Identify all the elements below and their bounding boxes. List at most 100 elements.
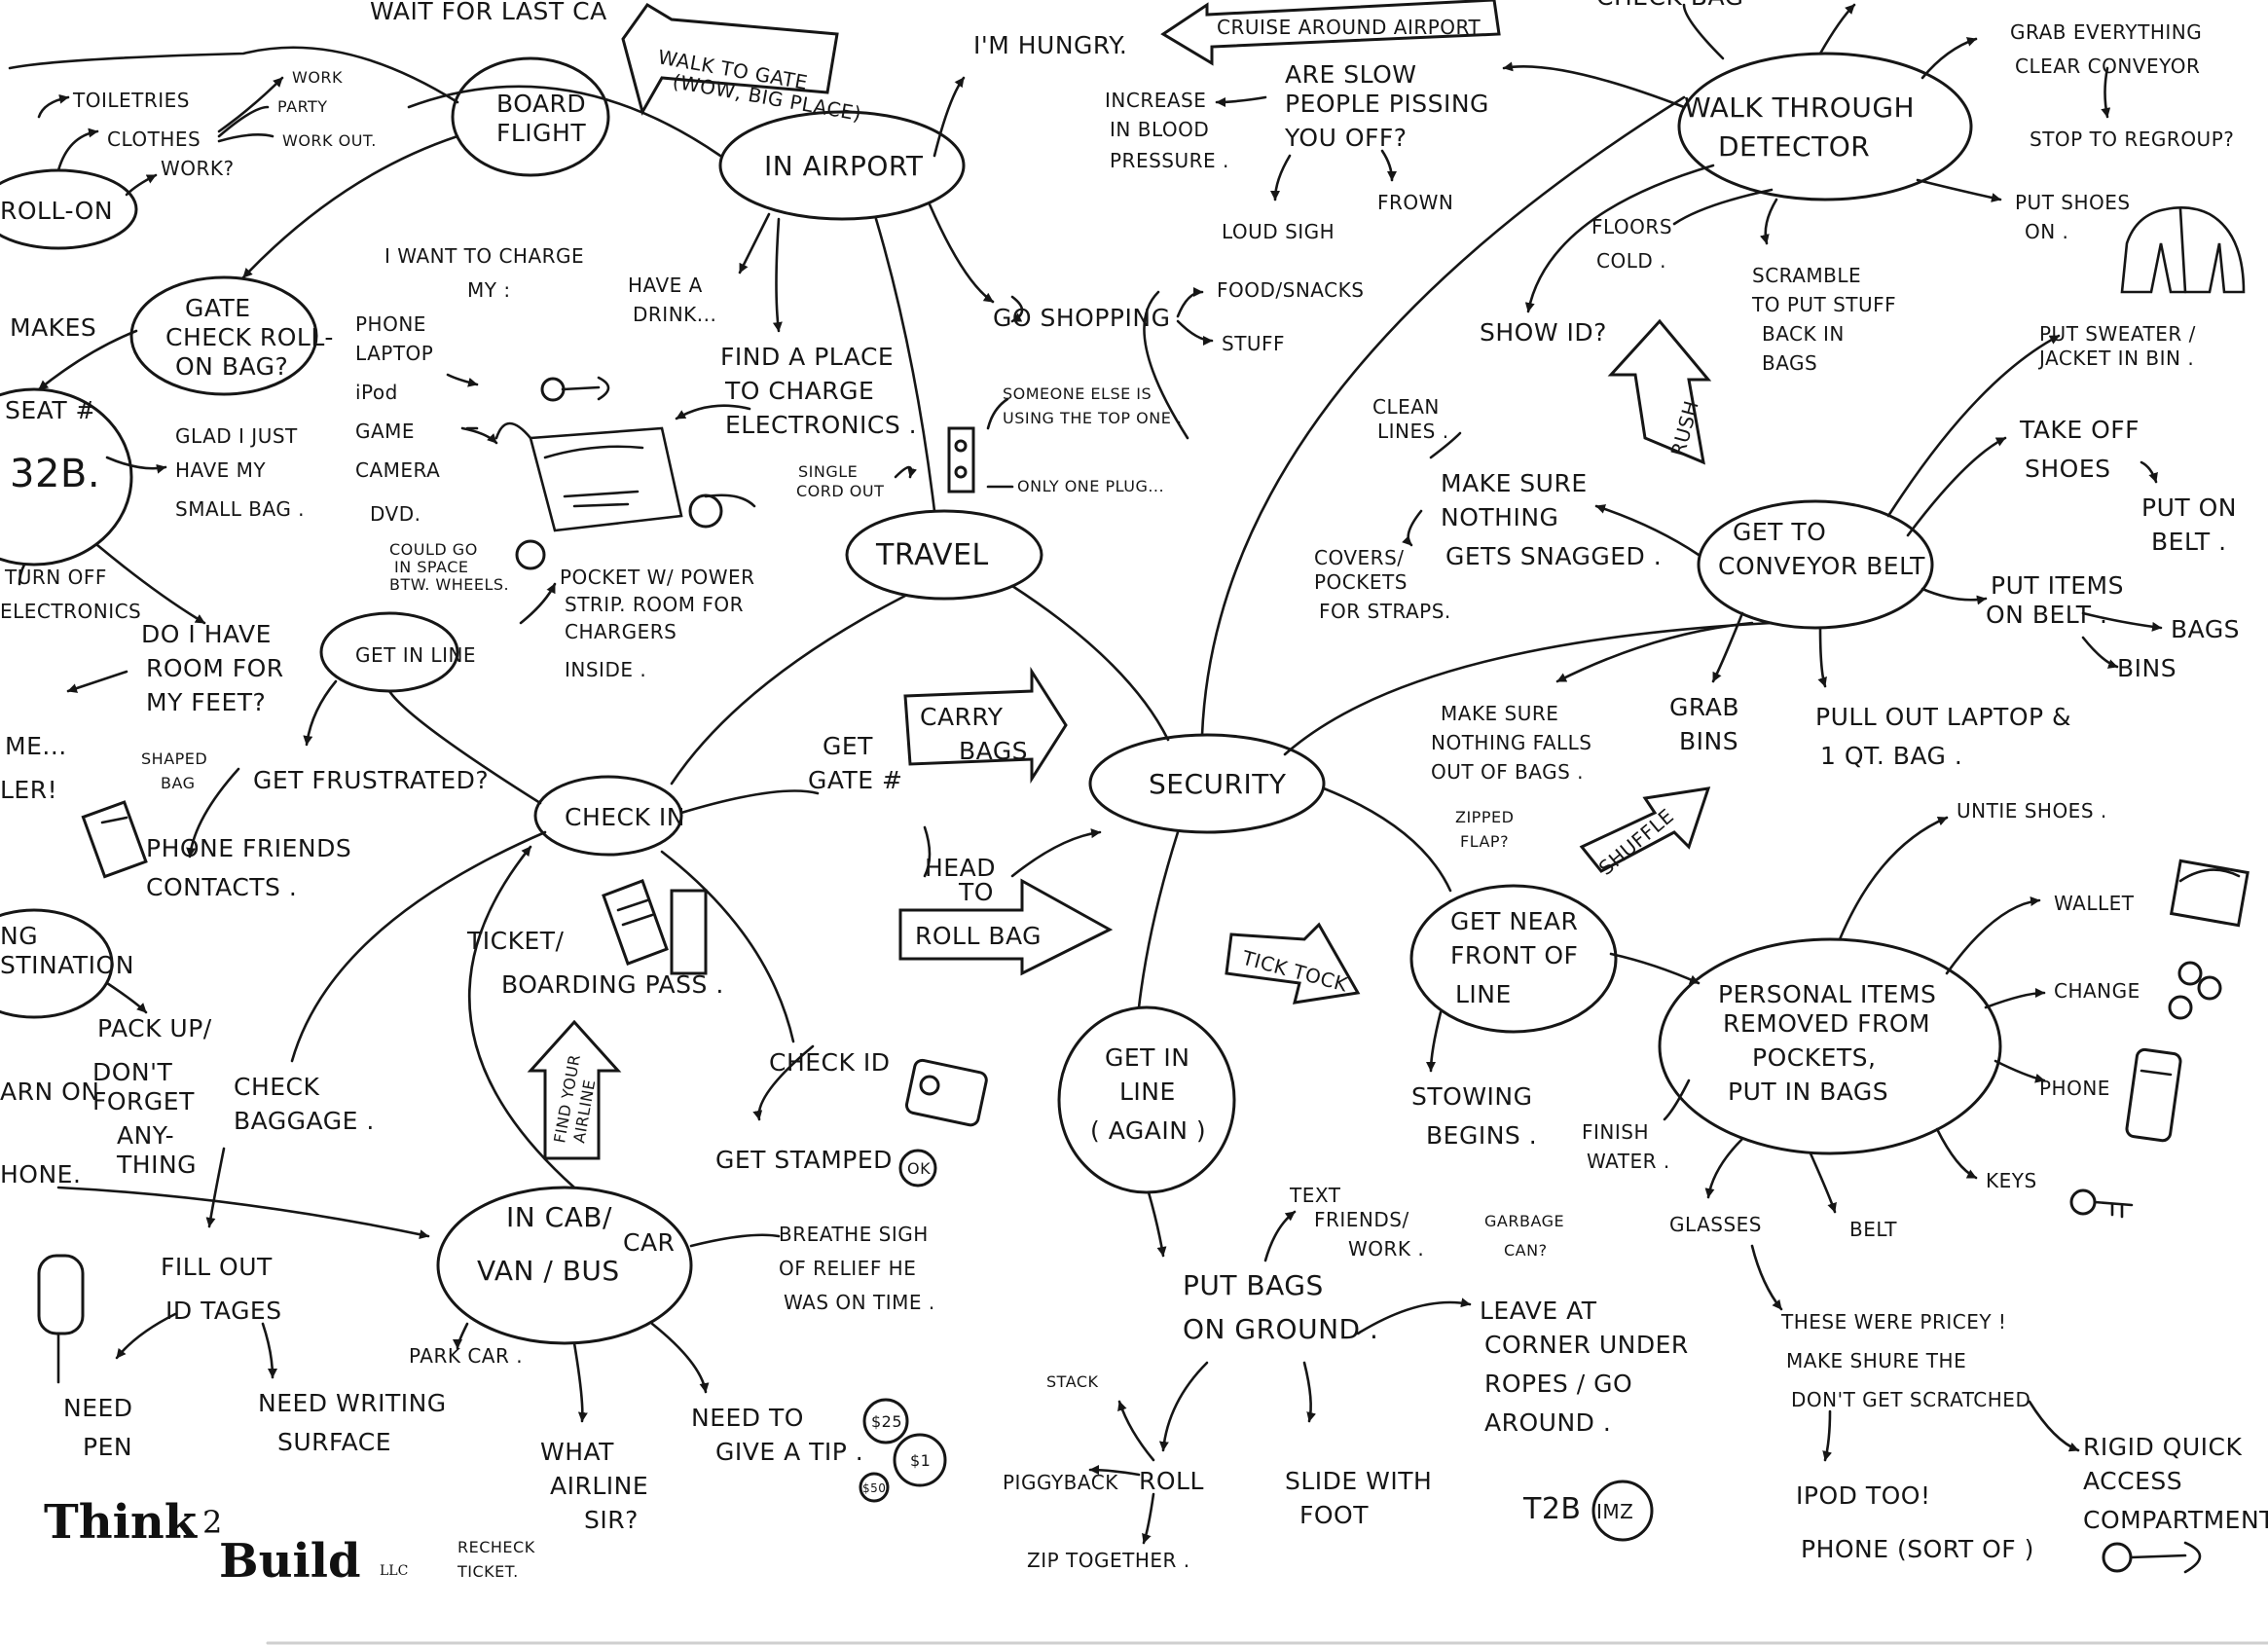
line-roll-piggy xyxy=(1088,1465,1141,1477)
label-drink-2: DRINK... xyxy=(633,303,716,326)
label-breathe-2: OF RELIEF HE xyxy=(779,1257,916,1280)
line-personal-untie xyxy=(1838,816,1949,941)
label-grab-1: GRAB EVERYTHING xyxy=(2010,20,2202,44)
label-work: WORK xyxy=(292,68,343,87)
label-workout: WORK OUT. xyxy=(282,131,377,150)
line-gate-head xyxy=(923,825,932,878)
label-sweater-2: JACKET IN BIN . xyxy=(2037,347,2194,370)
node-conveyor[interactable] xyxy=(1697,499,1934,630)
line-travel-airport xyxy=(874,217,936,513)
line-glasses-pricey xyxy=(1750,1244,1783,1311)
label-ok: OK xyxy=(907,1159,931,1178)
line-checkin-baggage xyxy=(290,830,547,1063)
label-pack-1: PACK UP/ xyxy=(97,1014,212,1042)
line-cab-tip xyxy=(650,1322,710,1394)
line-frustrated-phone xyxy=(186,767,240,859)
node-get-in-line-again[interactable] xyxy=(1057,1005,1236,1194)
label-pricey-3: DON'T GET SCRATCHED xyxy=(1791,1388,2030,1411)
line-fill-pen xyxy=(115,1312,177,1360)
label-cab-2: VAN / BUS xyxy=(477,1255,620,1287)
line-cord xyxy=(894,465,918,479)
label-show-id: SHOW ID? xyxy=(1480,318,1607,347)
label-stination: STINATION xyxy=(0,951,134,979)
label-get-gate-2: GATE # xyxy=(808,766,903,794)
label-get-gate-1: GET xyxy=(823,732,873,760)
label-ipod-2: PHONE (SORT OF ) xyxy=(1801,1535,2034,1563)
label-phone-friends-1: PHONE FRIENDS xyxy=(146,834,351,862)
line-personal-water xyxy=(1663,1078,1691,1121)
label-slow-3: YOU OFF? xyxy=(1284,124,1408,152)
node-in-airport[interactable] xyxy=(718,110,966,221)
label-recheck-1: RECHECK xyxy=(457,1538,535,1556)
label-coin-3: $50 xyxy=(862,1481,886,1495)
line-dest-cab xyxy=(56,1186,430,1240)
line-items-bins xyxy=(2081,636,2119,669)
label-text-1: TEXT xyxy=(1289,1184,1341,1207)
label-hungry: I'M HUNGRY. xyxy=(973,31,1127,59)
node-get-near-front[interactable] xyxy=(1409,884,1618,1034)
line-travel-checkin xyxy=(670,594,907,786)
line-personal-belt xyxy=(1809,1152,1837,1214)
label-pricey-1: THESE WERE PRICEY ! xyxy=(1780,1310,2006,1334)
label-could-2: IN SPACE xyxy=(394,558,469,576)
label-check-baggage-1: CHECK xyxy=(234,1073,320,1101)
line-conveyor-items xyxy=(1920,587,1988,605)
line-conveyor-takeoff xyxy=(1906,436,2007,537)
node-detector[interactable] xyxy=(1677,52,1973,201)
label-pocket-3: CHARGERS xyxy=(565,620,677,643)
label-carry-2: BAGS xyxy=(959,737,1028,765)
line-board-gate xyxy=(241,134,459,279)
node-travel[interactable] xyxy=(845,509,1043,601)
label-personal-2: REMOVED FROM xyxy=(1723,1009,1930,1038)
label-blood-1: INCREASE xyxy=(1105,89,1206,112)
label-pricey-2: MAKE SHURE THE xyxy=(1786,1349,1966,1372)
node-security[interactable] xyxy=(1088,733,1326,834)
label-takeoff-1: TAKE OFF xyxy=(2019,416,2140,444)
line-near-personal xyxy=(1609,952,1701,985)
node-personal-items[interactable] xyxy=(1658,937,2002,1155)
label-need-writing-2: SURFACE xyxy=(277,1428,391,1456)
label-rigid-2: ACCESS xyxy=(2083,1467,2182,1495)
connectors xyxy=(8,3,2163,1545)
line-snagged-covers xyxy=(1402,509,1423,547)
label-ler: LER! xyxy=(0,776,57,804)
node-destination[interactable] xyxy=(0,908,114,1019)
line-phone-cart xyxy=(446,373,479,387)
label-again-2: LINE xyxy=(1119,1078,1176,1106)
label-pocket-4: INSIDE . xyxy=(565,658,646,681)
label-covers-2: POCKETS xyxy=(1314,570,1408,594)
node-board-flight[interactable] xyxy=(451,56,610,177)
label-snagged-2: NOTHING xyxy=(1441,503,1558,531)
line-security-detector xyxy=(1200,95,1686,737)
line-putbags-leave xyxy=(1356,1298,1472,1335)
charging-cart-icon xyxy=(494,421,756,570)
line-detector-grab xyxy=(1920,37,1978,80)
label-only-one: ONLY ONE PLUG... xyxy=(1017,477,1164,495)
label-pack-4: ANY- xyxy=(117,1121,174,1150)
label-put-bags-2: ON GROUND . xyxy=(1183,1313,1378,1345)
label-shaped-1: SHAPED xyxy=(141,749,207,768)
label-text-2: FRIENDS/ xyxy=(1314,1208,1409,1231)
line-getinline-frustrated xyxy=(303,679,338,747)
label-stop: STOP TO REGROUP? xyxy=(2030,128,2234,151)
label-grab-2: CLEAR CONVEYOR xyxy=(2015,55,2200,78)
line-head-security xyxy=(1010,828,1102,878)
node-seat[interactable] xyxy=(0,387,133,567)
arrow-rush xyxy=(1607,318,1712,465)
node-in-cab[interactable] xyxy=(436,1186,693,1345)
label-covers-1: COVERS/ xyxy=(1314,546,1405,569)
label-sweater-1: PUT SWEATER / xyxy=(2039,322,2196,346)
line-conveyor-fall xyxy=(1555,621,1754,683)
line-baggage-fill xyxy=(205,1147,226,1228)
label-wait: WAIT FOR LAST CA xyxy=(370,0,607,25)
label-party: PARTY xyxy=(277,97,328,116)
jacket-icon xyxy=(2120,206,2246,294)
line-shopping-food xyxy=(1010,295,1024,323)
label-zipped-1: ZIPPED xyxy=(1455,808,1514,826)
label-slide-1: SLIDE WITH xyxy=(1285,1467,1432,1495)
label-head-2: TO xyxy=(958,878,994,906)
node-checkin[interactable] xyxy=(533,775,683,857)
node-gate-check[interactable] xyxy=(129,275,318,396)
label-glad-2: HAVE MY xyxy=(175,458,266,482)
label-clean-2: LINES . xyxy=(1377,420,1449,443)
